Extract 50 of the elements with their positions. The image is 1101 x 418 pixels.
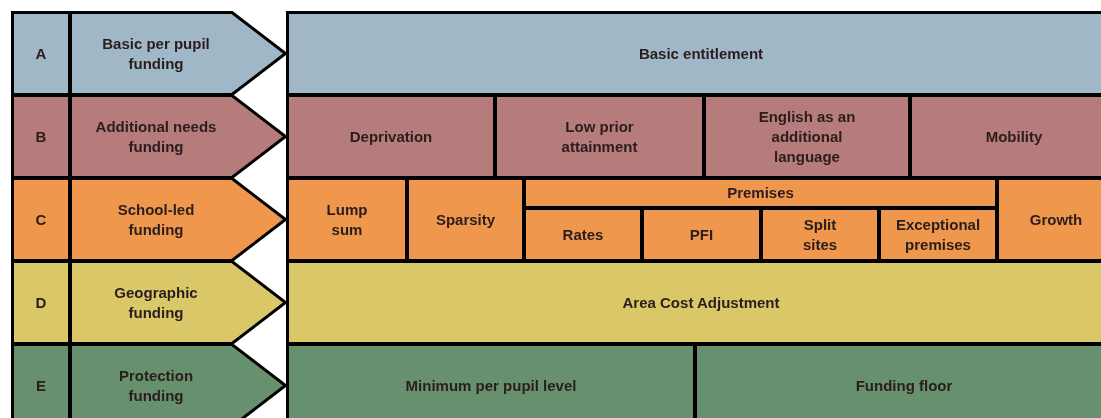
category-label: Basic per pupil funding <box>101 33 211 74</box>
row-letter-cell <box>11 177 71 262</box>
row-letter: C <box>34 209 48 230</box>
formula-factor-panel <box>694 343 1101 418</box>
factor-label: Low prior attainment <box>560 116 639 157</box>
formula-factor-panel <box>641 207 762 262</box>
factor-label: PFI <box>688 224 715 245</box>
formula-factor-panel <box>523 207 643 262</box>
category-label: School-led funding <box>116 199 196 240</box>
formula-factor-panel <box>909 94 1101 179</box>
formula-factor-panel <box>406 177 525 262</box>
factor-label: Exceptional premises <box>894 214 982 255</box>
factor-label: Split sites <box>801 214 839 255</box>
formula-factor-panel <box>878 207 998 262</box>
category-tab <box>69 343 287 418</box>
factor-label: English as an additional language <box>757 106 857 167</box>
row-letter: A <box>34 43 48 64</box>
category-label: Protection funding <box>117 365 195 406</box>
row-letter-cell <box>11 343 71 418</box>
factor-label: Deprivation <box>348 126 434 147</box>
category-label: Geographic funding <box>113 282 199 323</box>
factor-label: Sparsity <box>434 209 497 230</box>
factor-label: Growth <box>1028 209 1084 230</box>
factor-label: Minimum per pupil level <box>404 375 578 396</box>
formula-factor-panel <box>760 207 880 262</box>
factor-label: Premises <box>726 183 795 203</box>
formula-factor-panel <box>286 177 408 262</box>
factor-label: Basic entitlement <box>637 43 765 64</box>
row-letter-cell <box>11 94 71 179</box>
factor-label: Funding floor <box>854 375 954 396</box>
factor-label: Rates <box>561 224 605 245</box>
category-tab <box>69 260 287 345</box>
factor-label: Lump sum <box>325 199 369 240</box>
category-tab <box>69 94 287 179</box>
row-letter: D <box>34 292 48 313</box>
factor-label: Area Cost Adjustment <box>621 292 781 313</box>
category-tab <box>69 11 287 96</box>
formula-factor-panel <box>996 177 1101 262</box>
row-letter-cell <box>11 11 71 96</box>
formula-factor-panel <box>703 94 911 179</box>
formula-factor-panel <box>286 94 496 179</box>
row-letter: E <box>35 375 47 396</box>
category-label: Additional needs funding <box>94 116 218 157</box>
row-letter-cell <box>11 260 71 345</box>
row-letter: B <box>34 126 48 147</box>
formula-factor-panel <box>494 94 705 179</box>
factor-label: Mobility <box>984 126 1044 147</box>
formula-factor-panel <box>286 343 696 418</box>
formula-factor-panel <box>523 177 998 209</box>
category-tab <box>69 177 287 262</box>
